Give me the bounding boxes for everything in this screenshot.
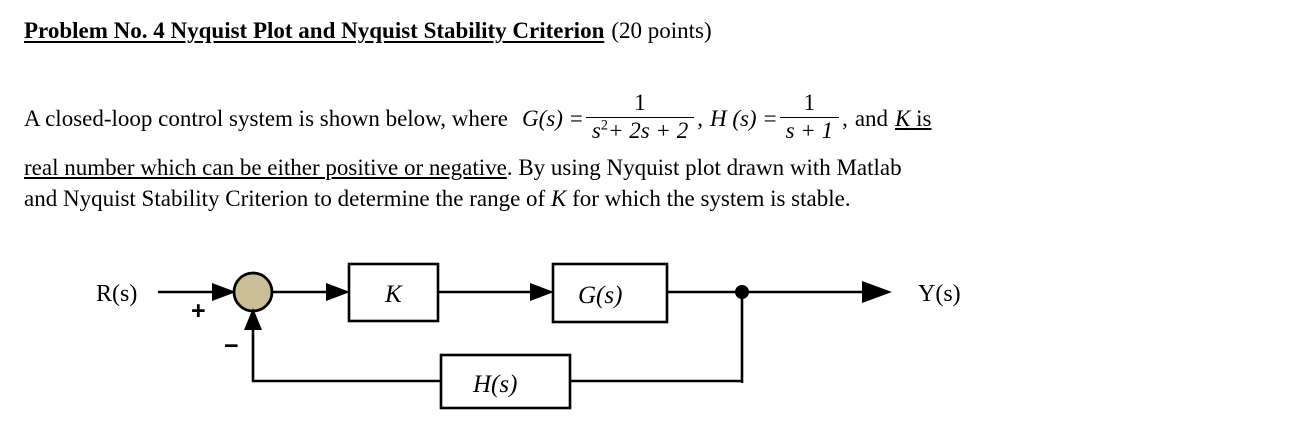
g-function-name: G(s) [522,105,563,131]
statement-line-3: and Nyquist Stability Criterion to deter… [24,183,1308,214]
k-is-phrase: K is [895,105,932,131]
h-equals-sign: = [763,105,777,131]
comma-2: , [842,105,848,131]
g-equals-sign: = [569,105,583,131]
statement-line-1: A closed-loop control system is shown be… [24,84,1308,150]
output-signal-label: Y(s) [918,281,961,307]
arrowhead-output [862,281,892,303]
k-symbol-2: K [550,186,567,211]
g-den-rest: + 2s + 2 [607,118,689,144]
arrowhead-gain-to-plant [530,283,554,301]
problem-title-points: (20 points) [611,18,712,43]
and-word: and [854,105,889,131]
gain-block [347,262,440,323]
gain-block-label: K [384,281,403,308]
k-symbol-1: K [895,105,911,131]
problem-title-heading: Problem No. 4 Nyquist Plot and Nyquist S… [24,18,605,43]
arrowhead-sum-to-gain [326,283,350,301]
statement-line-2: real number which can be either positive… [24,152,1308,183]
sum-minus-sign: − [224,332,239,360]
plant-block-label: G(s) [578,282,622,309]
summing-junction [232,271,274,313]
input-signal-label: R(s) [96,281,137,307]
block-diagram: R(s) + − K G(s) Y(s) [0,250,1312,436]
g-numerator: 1 [634,90,646,116]
h-denominator: s + 1 [779,117,840,144]
g-den-variable: s [591,118,601,144]
statement-line-2-underlined: real number which can be either positive… [24,155,507,180]
arrowhead-feedback-to-sum [244,308,262,330]
problem-statement: A closed-loop control system is shown be… [24,84,1308,214]
statement-line-3-a: and Nyquist Stability Criterion to deter… [24,186,546,211]
g-denominator: s2+ 2s + 2 [585,117,695,144]
problem-title: Problem No. 4 Nyquist Plot and Nyquist S… [24,16,712,46]
statement-lead-text: A closed-loop control system is shown be… [24,105,508,131]
statement-line-2-rest: . By using Nyquist plot drawn with Matla… [506,155,902,180]
h-function-name: H (s) [709,105,757,131]
g-den-exponent: 2 [600,117,608,134]
h-numerator: 1 [803,90,816,116]
comma-1: , [697,105,703,131]
statement-line-3-b: for which the system is stable. [572,186,851,211]
arrowhead-input-to-sum [212,283,236,301]
sum-plus-sign: + [191,297,206,325]
feedback-block-label: H(s) [472,371,517,398]
